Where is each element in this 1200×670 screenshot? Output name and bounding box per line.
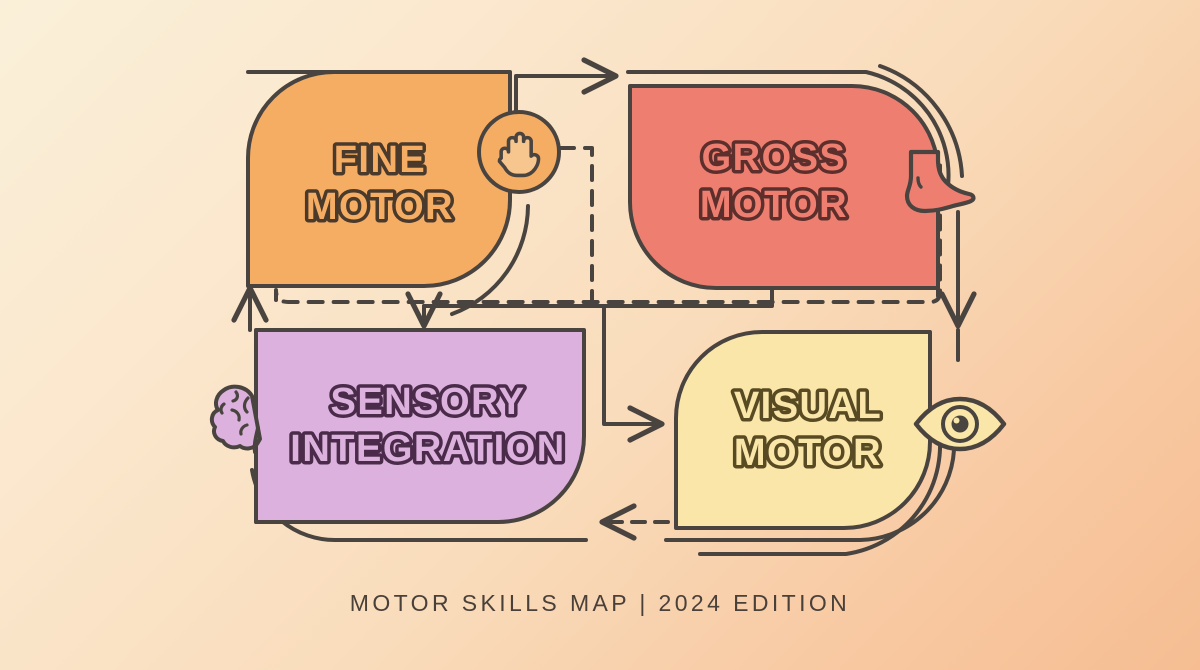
fine-motor-title-line1: FINE	[334, 139, 427, 181]
decor-arc-fine-outer	[450, 204, 530, 316]
eye-icon	[913, 396, 1007, 452]
visual-motor-title-line2: MOTOR	[734, 432, 882, 474]
decor-arc-gross-outer	[878, 64, 964, 178]
connector-top-rail	[626, 70, 951, 188]
node-visual-motor[interactable]: VISUAL MOTOR	[674, 330, 932, 530]
connector-visual-bottom-rail	[664, 428, 956, 542]
sensory-integration-shape[interactable]	[254, 328, 586, 524]
connector-gross-bottom-stub	[422, 286, 774, 308]
gross-motor-shape[interactable]	[628, 84, 940, 290]
gross-motor-title-line1: GROSS	[702, 137, 847, 179]
node-sensory-integration[interactable]: SENSORY INTEGRATION	[254, 328, 586, 524]
fine-motor-shape[interactable]	[246, 70, 512, 288]
sensory-integration-title-line2: INTEGRATION	[290, 428, 565, 470]
node-fine-motor[interactable]: FINE MOTOR	[246, 70, 512, 288]
node-gross-motor[interactable]: GROSS MOTOR	[628, 84, 940, 290]
hand-icon	[477, 110, 561, 194]
gross-motor-title-line2: MOTOR	[700, 184, 848, 226]
foot-icon	[904, 149, 976, 214]
connector-center-to-visual	[602, 304, 665, 443]
visual-motor-title-line1: VISUAL	[734, 385, 882, 427]
decor-arc-visual-outer	[698, 422, 942, 556]
caption: MOTOR SKILLS MAP | 2024 EDITION	[350, 590, 850, 616]
brain-icon	[209, 384, 262, 454]
visual-motor-shape[interactable]	[674, 330, 932, 530]
sensory-integration-title-line1: SENSORY	[331, 381, 526, 423]
fine-motor-title-line2: MOTOR	[306, 186, 454, 228]
connector-hand-dashed-drop	[558, 146, 594, 302]
